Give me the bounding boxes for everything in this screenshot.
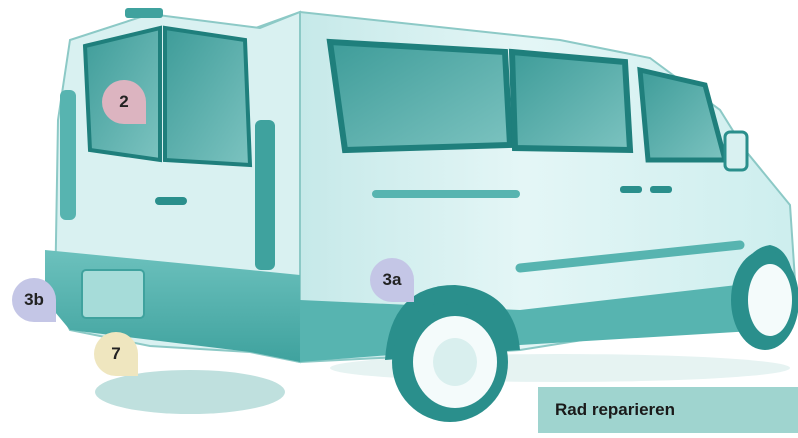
caption-box[interactable]: Rad reparieren (538, 387, 798, 433)
callout-3a[interactable]: 3a (370, 258, 414, 302)
caption-text: Rad reparieren (538, 400, 675, 420)
callout-2[interactable]: 2 (102, 80, 146, 124)
callout-3a-label: 3a (383, 270, 402, 290)
callout-7[interactable]: 7 (94, 332, 138, 376)
callout-3b[interactable]: 3b (12, 278, 56, 322)
callout-2-label: 2 (119, 92, 128, 112)
callout-7-label: 7 (111, 344, 120, 364)
callout-3b-label: 3b (24, 290, 44, 310)
